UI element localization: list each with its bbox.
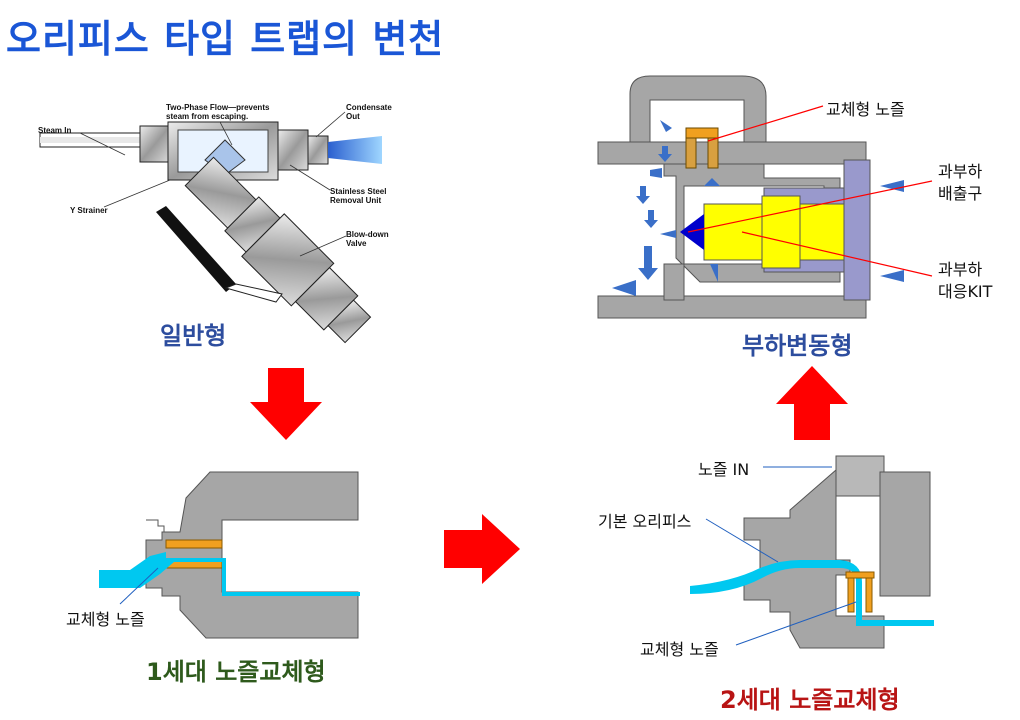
label-stainless-1: Stainless Steel (330, 187, 387, 196)
label-blowdown-1: Blow-down (346, 230, 389, 239)
gen1-nozzle-section (99, 471, 360, 639)
gen2-nozzle-leader (735, 601, 857, 646)
gen2-nozzle-in-label: 노즐 IN (698, 460, 750, 479)
gen1-nozzle-leader (119, 567, 159, 605)
label-steam-in: Steam In (38, 126, 72, 135)
load-nozzle-leader (707, 105, 824, 142)
gen2-basic-orifice-label: 기본 오리피스 (598, 512, 692, 531)
load-nozzle-label: 교체형 노즐 (826, 100, 905, 119)
overload-outlet-label-2: 배출구 (938, 184, 983, 203)
label-two-phase-1: Two-Phase Flow—prevents (166, 103, 270, 112)
arrow-down-icon (250, 368, 322, 440)
general-trap-illustration (39, 111, 382, 344)
overload-outlet-leader (687, 180, 933, 233)
arrow-up-icon (776, 366, 848, 440)
label-stainless-2: Removal Unit (330, 196, 382, 205)
label-y-strainer: Y Strainer (70, 206, 108, 215)
gen1-nozzle-label: 교체형 노즐 (66, 610, 145, 629)
load-variable-section (597, 75, 904, 319)
caption-load-variable: 부하변동형 (742, 332, 853, 360)
label-condensate-1: Condensate (346, 103, 392, 112)
label-two-phase-2: steam from escaping. (166, 112, 249, 121)
caption-gen2: 2세대 노즐교체형 (720, 686, 900, 714)
caption-gen1: 1세대 노즐교체형 (146, 658, 326, 686)
gen2-orifice-leader (705, 518, 779, 563)
arrow-right-icon (444, 514, 520, 584)
overload-kit-leader (741, 231, 933, 277)
label-blowdown-2: Valve (346, 239, 367, 248)
page-title: 오리피스 타입 트랩의 변천 (6, 17, 445, 61)
label-condensate-2: Out (346, 112, 360, 121)
overload-kit-label-1: 과부하 (938, 260, 983, 279)
overload-outlet-label-1: 과부하 (938, 162, 983, 181)
gen2-nozzle-label: 교체형 노즐 (640, 640, 719, 659)
gen2-nozzle-section (690, 455, 934, 649)
overload-kit-label-2: 대응KIT (938, 282, 993, 301)
caption-general: 일반형 (160, 322, 227, 350)
